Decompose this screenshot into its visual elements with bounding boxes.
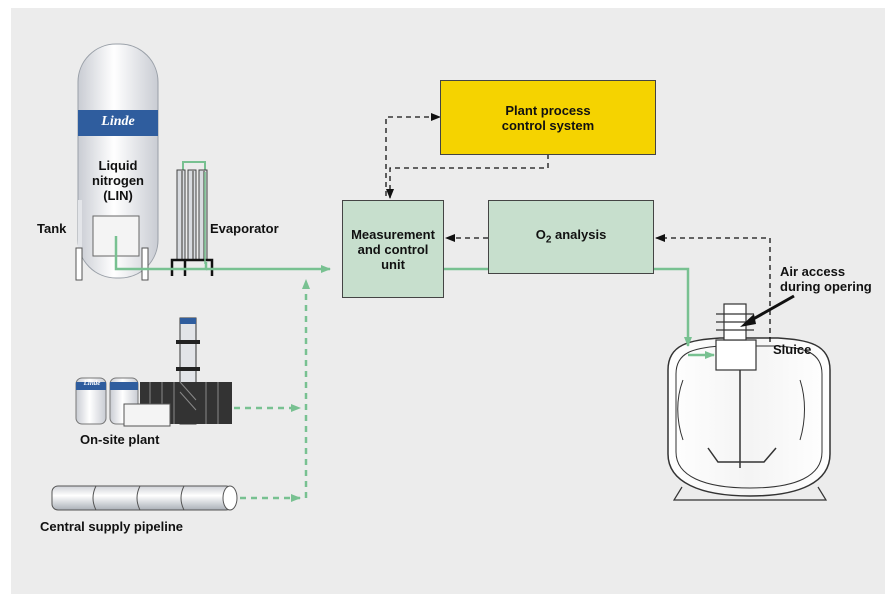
evaporator-label: Evaporator	[210, 221, 279, 236]
plant-brand-logo: Linde	[83, 379, 101, 387]
o2-analysis-box: O2 analysis	[488, 200, 654, 274]
evaporator-icon	[170, 161, 214, 276]
measurement-control-box: Measurement and control unit	[342, 200, 444, 298]
sluice-label: Sluice	[773, 342, 812, 357]
signal-lines	[385, 113, 771, 342]
tank-brand-logo: Linde	[101, 114, 135, 129]
tank-label: Tank	[37, 221, 67, 236]
o2-analysis-label: O2 analysis	[536, 227, 607, 248]
pipeline-label: Central supply pipeline	[40, 519, 184, 534]
plant-process-control-label: Plant process control system	[501, 102, 595, 133]
plant-process-control-box: Plant process control system	[440, 80, 656, 155]
control-to-process-line	[385, 113, 441, 196]
measurement-control-label: Measurement and control unit	[351, 226, 435, 272]
onsite-plant-label: On-site plant	[80, 432, 160, 447]
tank-to-evaporator-line	[114, 236, 208, 271]
onsite-plant-icon	[75, 317, 232, 427]
vessel-to-analysis-line	[655, 234, 771, 342]
air-access-pointer-icon	[747, 294, 795, 324]
tank-content-label: Liquid nitrogen (LIN)	[92, 158, 144, 203]
o2-subscript: 2	[545, 234, 552, 246]
o2-prefix: O	[535, 226, 546, 242]
o2-suffix: analysis	[551, 226, 607, 242]
unit-to-vessel-line	[444, 267, 692, 347]
air-access-label: Air access during opering	[780, 264, 872, 294]
air-access-arrowhead-icon	[740, 314, 756, 327]
pipeline-icon	[51, 485, 238, 511]
process-to-control-line	[386, 154, 549, 199]
vessel-icon	[667, 303, 831, 501]
